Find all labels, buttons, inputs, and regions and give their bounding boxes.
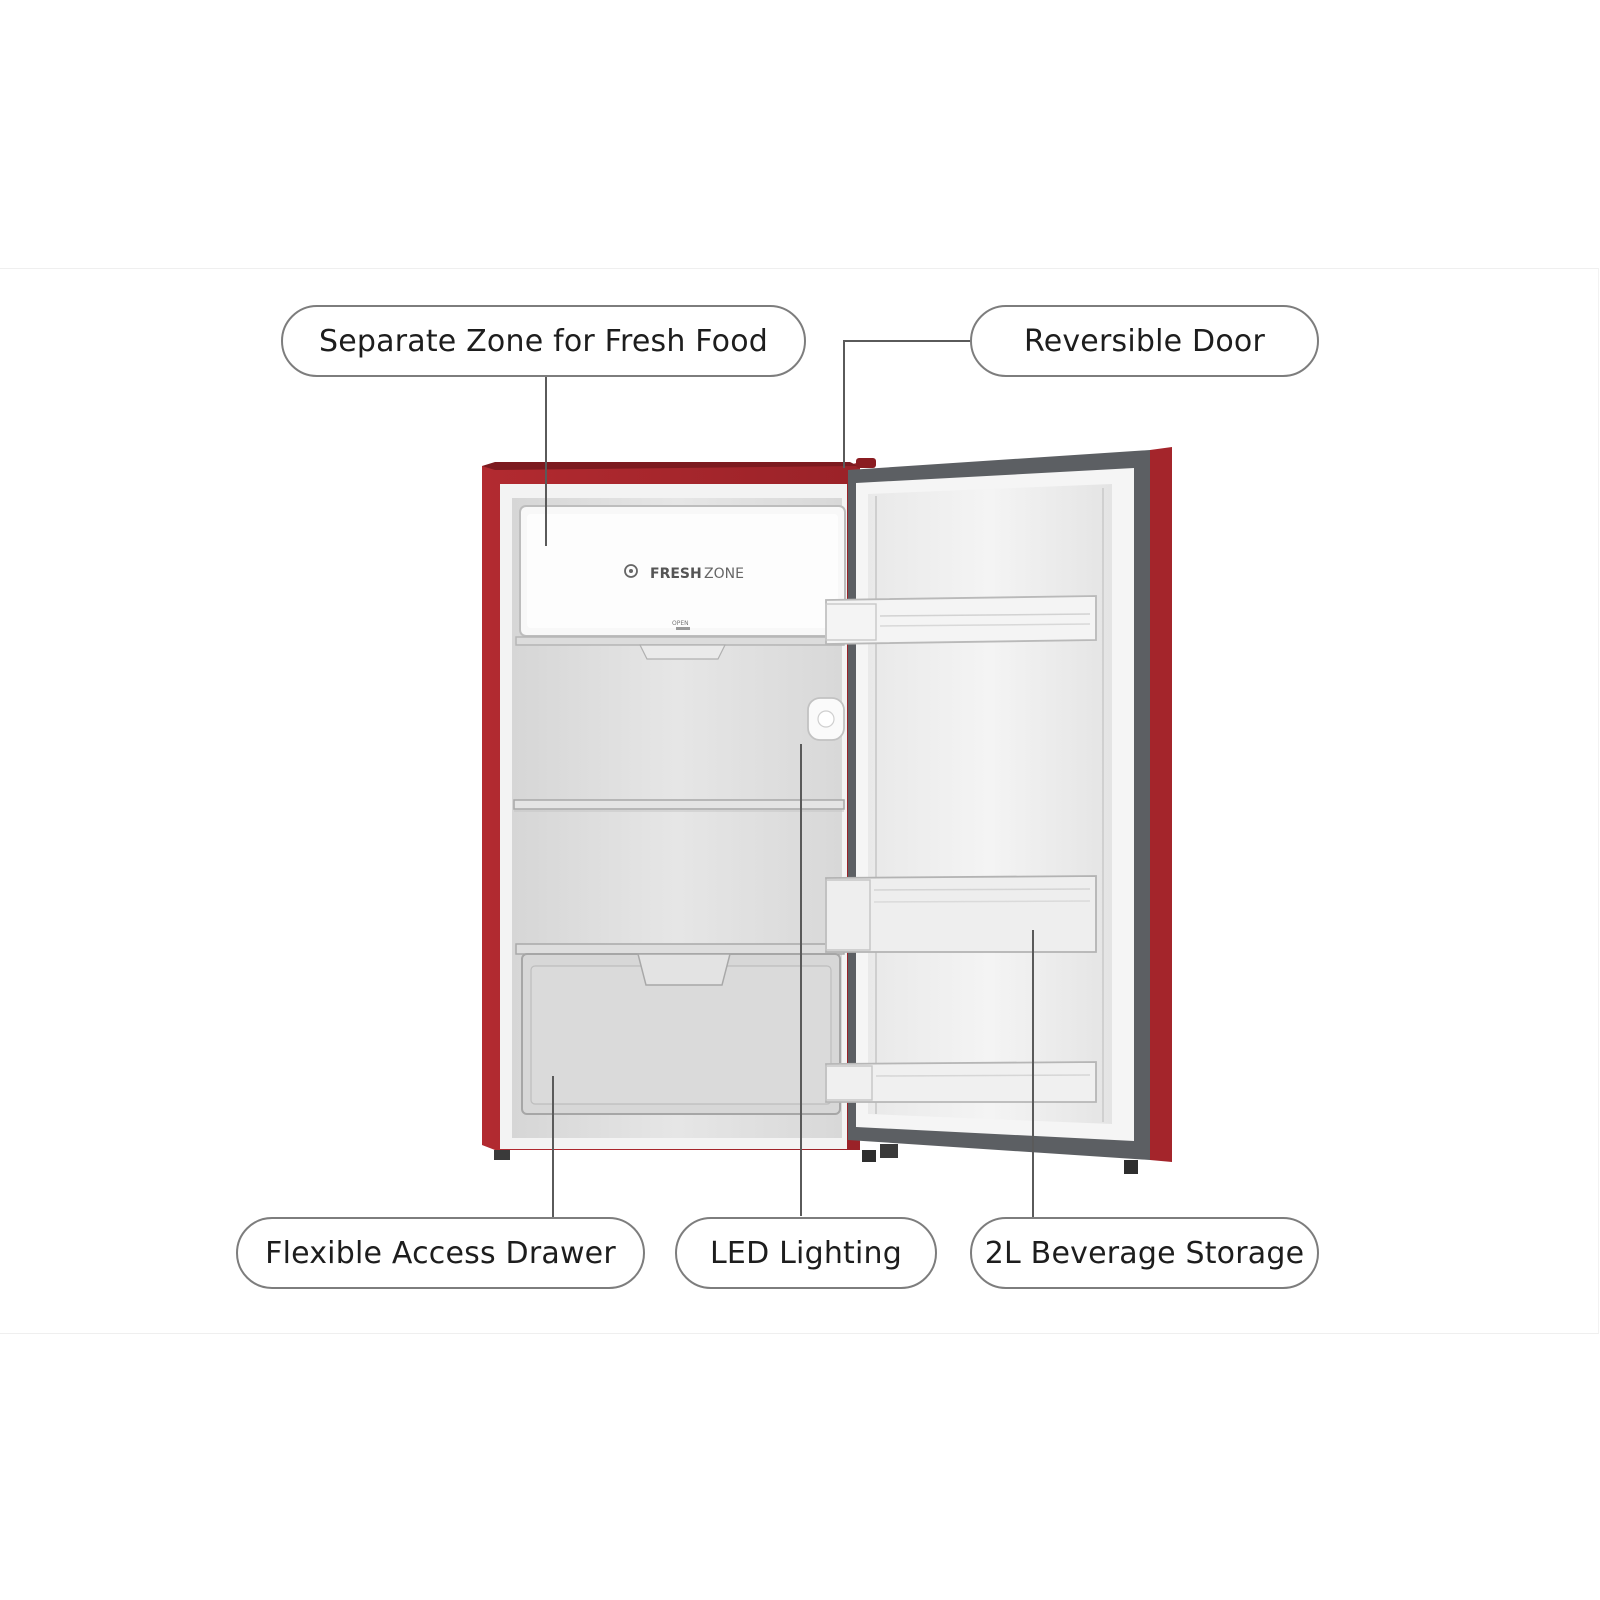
glass-shelf [513, 799, 845, 812]
callout-drawer-text: Flexible Access Drawer [265, 1235, 616, 1271]
fresh-zone-shelf [515, 636, 845, 646]
leader-lines [545, 340, 1034, 1218]
led-light-housing [807, 697, 845, 741]
callout-led-lighting-text: LED Lighting [710, 1235, 902, 1271]
door-bin-top [825, 595, 1097, 645]
leader-reversible-door [843, 340, 970, 468]
callout-reversible-door: Reversible Door [970, 305, 1319, 377]
fresh-zone-brand: FRESH [650, 566, 702, 582]
fresh-zone-open-label: OPEN [672, 620, 689, 627]
callout-fresh-food-text: Separate Zone for Fresh Food [318, 323, 769, 359]
fresh-zone-name: ZONE [704, 566, 744, 582]
fresh-zone-leaf-icon [624, 564, 638, 578]
cabinet-top-edge [482, 462, 858, 470]
cabinet-foot [494, 1150, 510, 1160]
door-hinge [856, 458, 876, 468]
fresh-zone-compartment: FRESH ZONE OPEN [519, 505, 846, 637]
crisper-drawer [515, 943, 845, 1115]
callout-beverage-storage: 2L Beverage Storage [970, 1217, 1319, 1289]
door-bin-beverage [825, 875, 1097, 953]
fridge-door [825, 447, 1172, 1174]
led-light-icon [817, 710, 835, 728]
door-red-edge [1150, 447, 1172, 1162]
door-inner-panel [868, 484, 1112, 1124]
callout-fresh-food: Separate Zone for Fresh Food [281, 305, 806, 377]
callout-led-lighting: LED Lighting [675, 1217, 937, 1289]
callout-reversible-door-text: Reversible Door [1024, 323, 1265, 359]
callout-drawer: Flexible Access Drawer [236, 1217, 645, 1289]
fridge-cabinet: FRESH ZONE OPEN [482, 462, 860, 1160]
callout-beverage-storage-text: 2L Beverage Storage [984, 1235, 1305, 1271]
door-bin-bottom [825, 1061, 1097, 1103]
